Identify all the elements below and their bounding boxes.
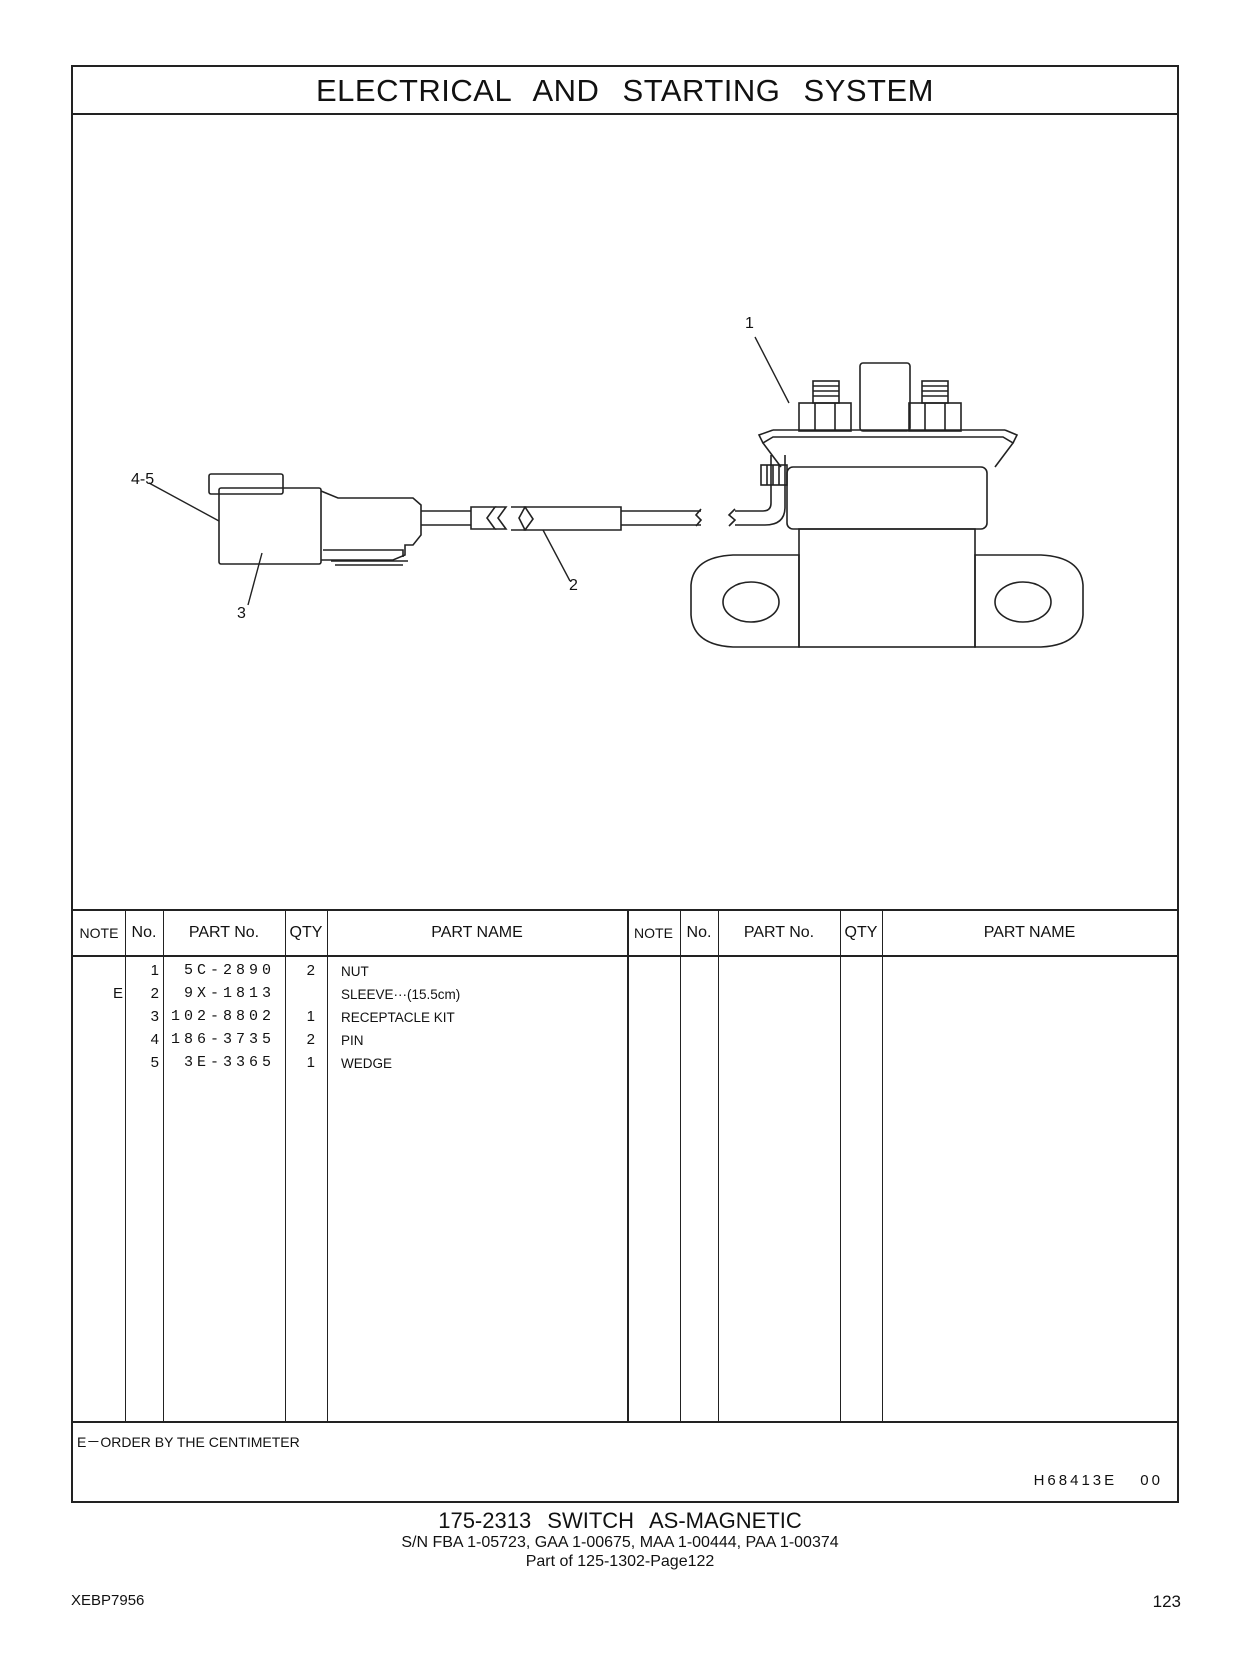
switch-mount-flange [690, 554, 800, 648]
exploded-view-figure: 1 4-5 3 2 [73, 115, 1177, 909]
table-row: 3 102-8802 1 RECEPTACLE KIT [73, 1008, 1177, 1031]
parts-table-header: NOTE No. PART No. QTY PART NAME NOTE No.… [73, 911, 1177, 957]
wire-break-left [470, 506, 497, 530]
switch-upper-body [786, 466, 988, 530]
column-divider [718, 911, 719, 1421]
header-qty-right: QTY [844, 924, 878, 941]
serial-numbers: S/N FBA 1-05723, GAA 1-00675, MAA 1-0044… [401, 1534, 839, 1551]
switch-top-plate [761, 436, 1015, 468]
mount-hole-right [994, 581, 1052, 623]
center-terminal [859, 362, 911, 432]
column-divider [327, 911, 328, 1421]
row-number: 1 [150, 962, 159, 979]
switch-diagram [148, 336, 1084, 648]
column-divider-center [627, 911, 629, 1421]
terminal-stud-left [812, 380, 840, 404]
row-part-name: PIN [341, 1033, 364, 1048]
mount-hole-left [722, 581, 780, 623]
row-quantity: 2 [306, 1031, 315, 1048]
connector-latch [208, 473, 284, 495]
callout-1: 1 [745, 315, 754, 332]
row-number: 4 [150, 1031, 159, 1048]
connector-neck [320, 490, 422, 561]
column-divider [882, 911, 883, 1421]
callout-2: 2 [569, 577, 578, 594]
row-note: E [112, 985, 123, 1002]
row-part-number: 9X-1813 [183, 985, 275, 1002]
table-row: 5 3E-3365 1 WEDGE [73, 1054, 1177, 1077]
terminal-stud-right [921, 380, 949, 404]
wire-terminal [760, 464, 788, 486]
assembly-title: 175-2313 SWITCH AS-MAGNETIC [438, 1508, 802, 1533]
terminal-nut-right [908, 402, 962, 432]
header-part-no-right: PART No. [743, 924, 815, 941]
parent-reference: Part of 125-1302-Page122 [525, 1553, 715, 1570]
row-part-number: 5C-2890 [183, 962, 275, 979]
row-quantity: 1 [306, 1054, 315, 1071]
table-row: 4 186-3735 2 PIN [73, 1031, 1177, 1054]
row-part-number: 3E-3365 [183, 1054, 275, 1071]
header-qty-left: QTY [289, 924, 323, 941]
page-number: 123 [1152, 1592, 1181, 1611]
leader-1 [754, 336, 790, 404]
row-number: 5 [150, 1054, 159, 1071]
column-divider [680, 911, 681, 1421]
row-part-name: NUT [341, 964, 369, 979]
row-number: 3 [150, 1008, 159, 1025]
table-row: E 2 9X-1813 SLEEVE···(15.5cm) [73, 985, 1177, 1008]
row-number: 2 [150, 985, 159, 1002]
header-part-name-left: PART NAME [431, 924, 523, 941]
connector-housing [218, 487, 322, 565]
row-quantity: 2 [306, 962, 315, 979]
header-no-right: No. [686, 924, 712, 941]
leader-3 [247, 552, 263, 606]
table-row: 1 5C-2890 2 NUT [73, 962, 1177, 985]
column-divider [163, 911, 164, 1421]
terminal-nut-left [798, 402, 852, 432]
sleeve [523, 506, 622, 531]
row-quantity: 1 [306, 1008, 315, 1025]
callout-4-5: 4-5 [131, 471, 155, 488]
header-part-name-right: PART NAME [983, 924, 1076, 941]
column-divider [125, 911, 126, 1421]
footnote: E－ORDER BY THE CENTIMETER [77, 1434, 300, 1450]
header-note-right: NOTE [634, 925, 673, 941]
leader-4-5 [148, 482, 220, 522]
header-part-no-left: PART No. [188, 924, 260, 941]
document-id: XEBP7956 [71, 1592, 145, 1609]
column-divider [840, 911, 841, 1421]
drawing-number: H68413E 00 [1033, 1472, 1163, 1489]
parts-page-frame: ELECTRICAL AND STARTING SYSTEM [71, 65, 1179, 1503]
row-part-name: RECEPTACLE KIT [341, 1010, 455, 1025]
callout-3: 3 [237, 605, 246, 622]
row-part-name: SLEEVE···(15.5cm) [341, 987, 461, 1002]
column-divider [285, 911, 286, 1421]
header-no-left: No. [131, 924, 157, 941]
header-note-left: NOTE [79, 925, 119, 941]
parts-table: NOTE No. PART No. QTY PART NAME NOTE No.… [73, 909, 1177, 1423]
row-part-number: 102-8802 [170, 1008, 275, 1025]
switch-lower-body [798, 528, 976, 648]
leader-2 [542, 529, 571, 582]
row-part-number: 186-3735 [170, 1031, 275, 1048]
page-title: ELECTRICAL AND STARTING SYSTEM [73, 67, 1177, 115]
row-part-name: WEDGE [341, 1056, 393, 1071]
